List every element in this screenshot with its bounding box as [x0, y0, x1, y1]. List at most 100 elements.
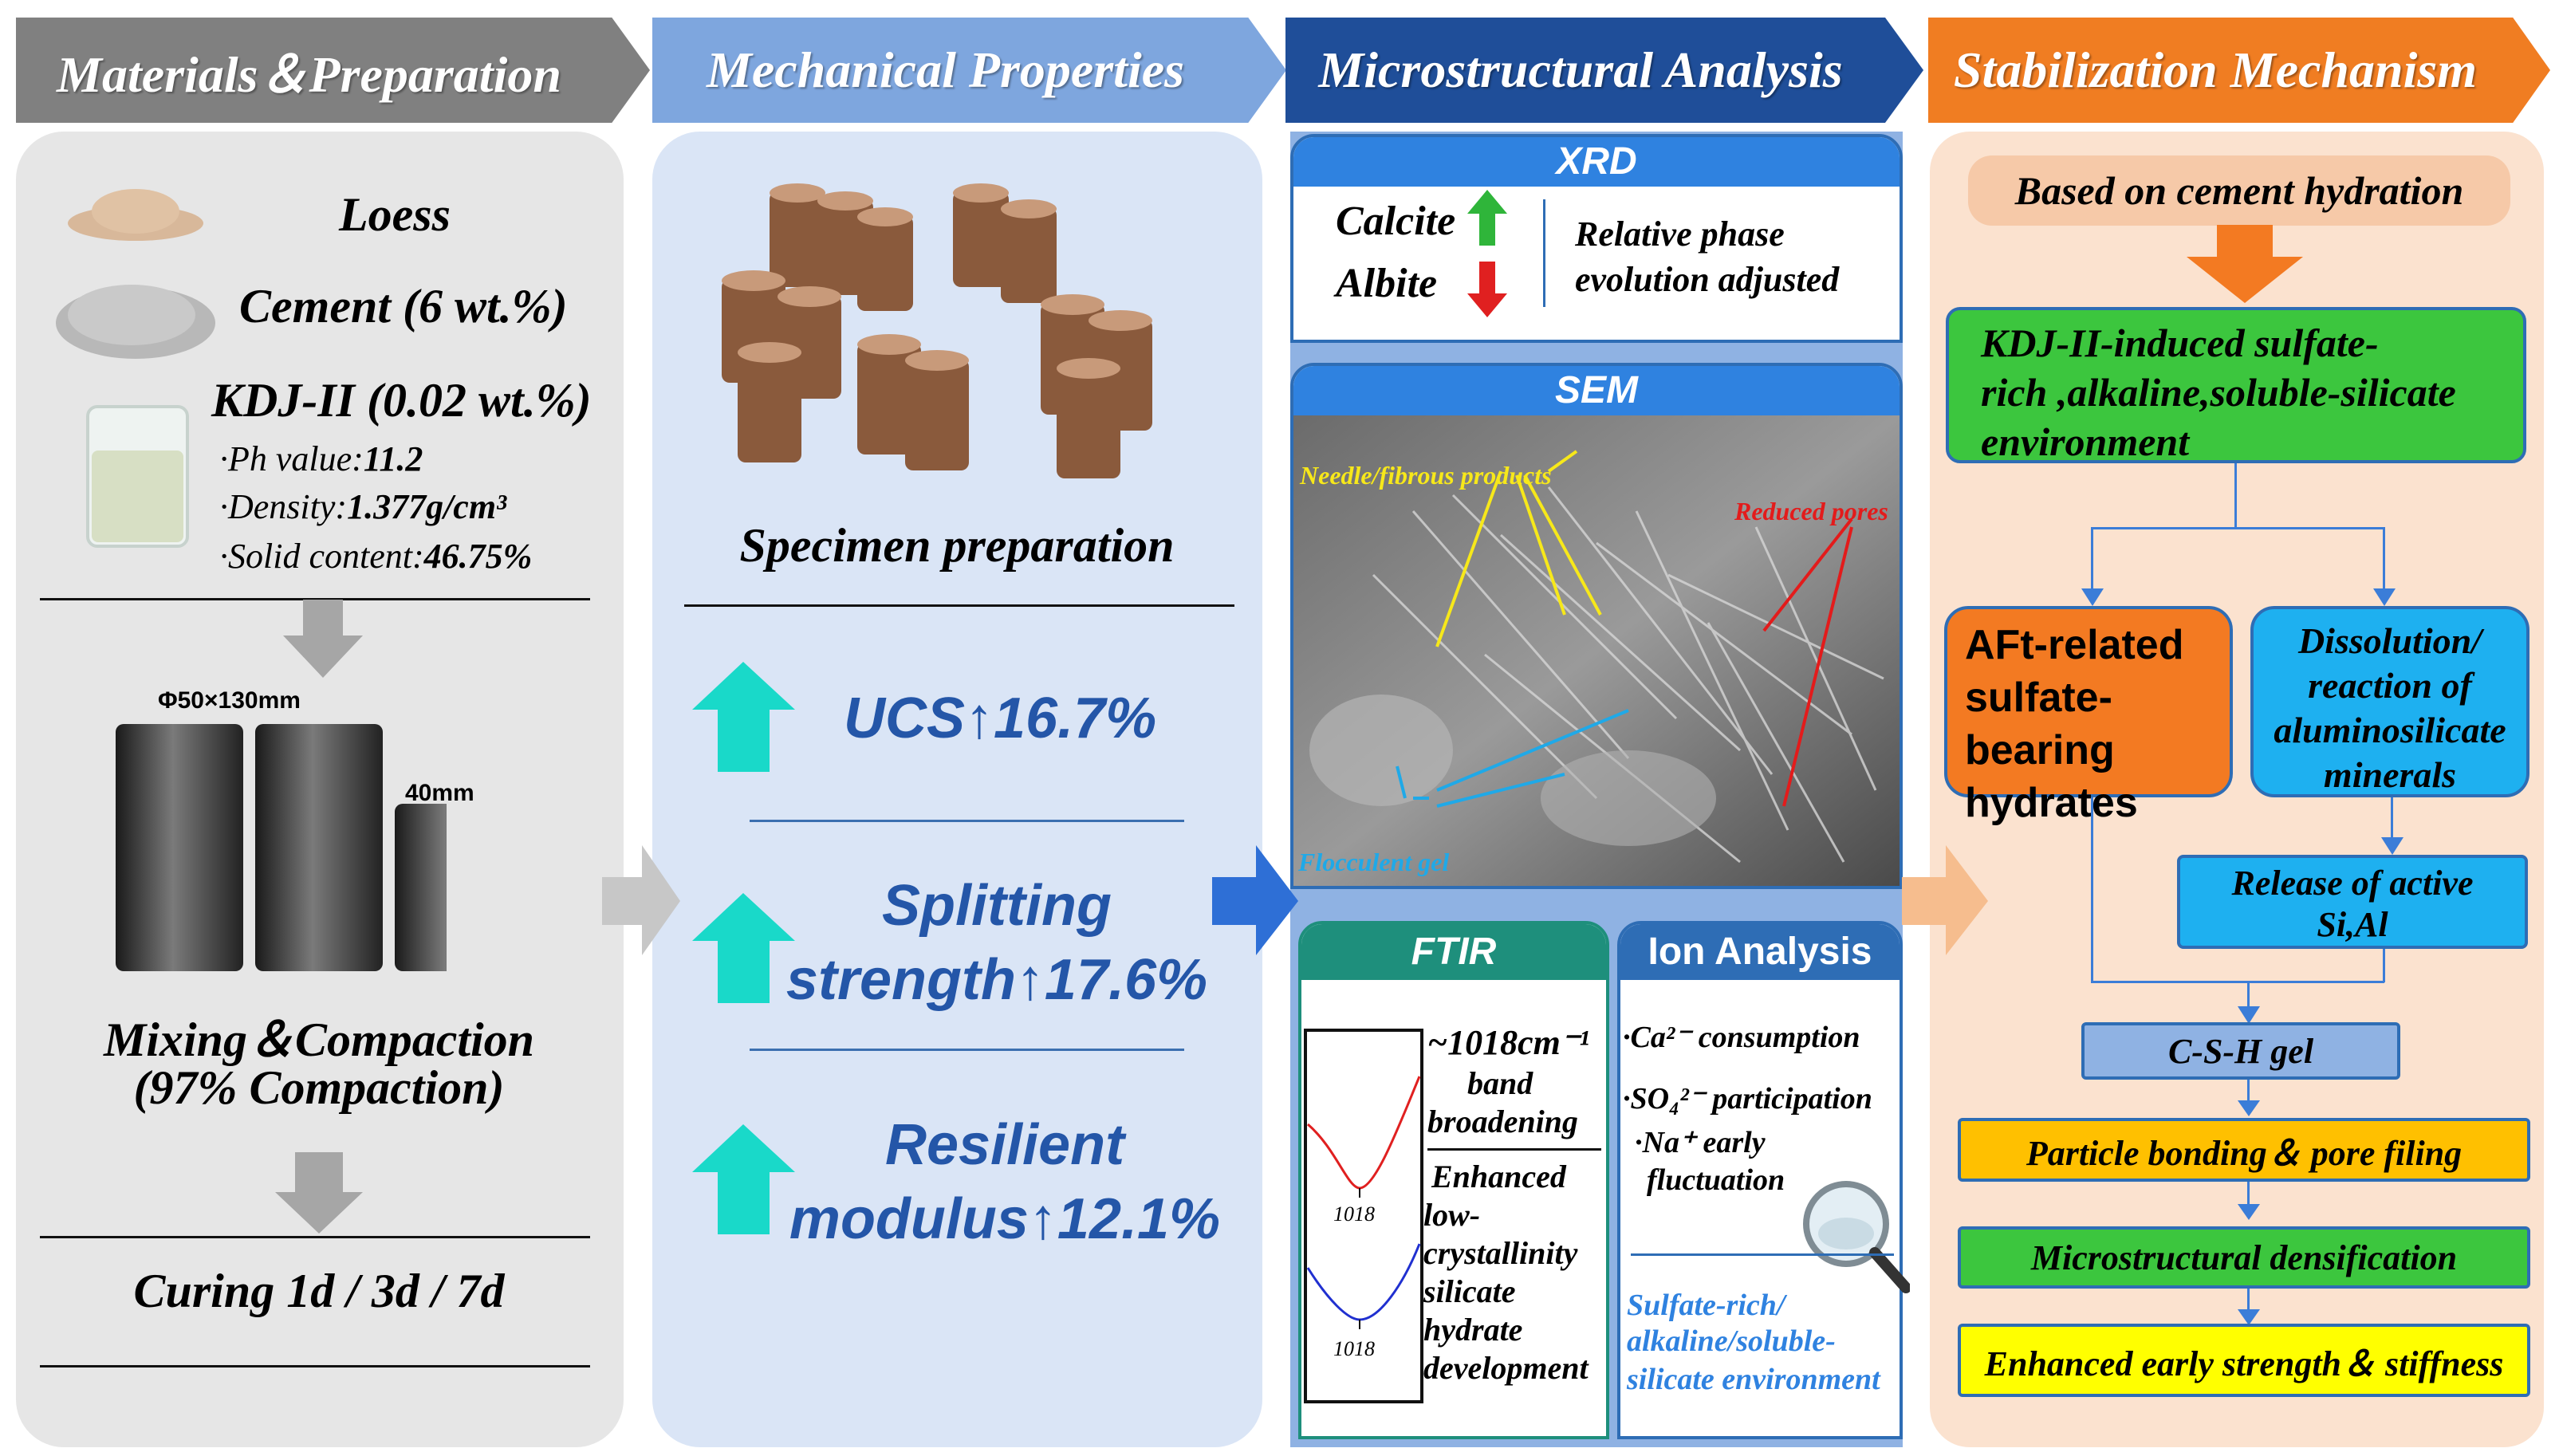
arrowhead-icon [2081, 588, 2104, 606]
divider [750, 1049, 1184, 1051]
divider [684, 604, 1234, 607]
connector-line [2091, 527, 2384, 529]
density-line: ·Density:1.377g/cm³ [219, 486, 506, 527]
down-arrow-icon [275, 1152, 363, 1234]
ftir-enh-5: hydrate [1423, 1312, 1523, 1348]
density-label: ·Density: [219, 487, 348, 526]
ftir-band-3: broadening [1427, 1104, 1578, 1139]
connector-line [2247, 1080, 2250, 1104]
header-mechanical: Mechanical Properties [652, 18, 1286, 123]
xrd-note-1: Relative phase [1575, 214, 1785, 254]
curing-label: Curing 1d / 3d / 7d [133, 1265, 505, 1317]
densification-box: Microstructural densification [1958, 1226, 2530, 1289]
ion-box [1617, 921, 1903, 1439]
connector-line [2391, 797, 2393, 845]
xrd-note-2: evolution adjusted [1575, 260, 1840, 299]
reduced-label: Reduced pores [1734, 497, 1888, 525]
ftir-tick-1: 1018 [1333, 1202, 1375, 1226]
kdj-env-line-2: rich ,alkaline,soluble-silicate [1981, 370, 2456, 415]
ion-ca: ·Ca²⁻ consumption [1623, 1021, 1860, 1054]
release-line-2: Si,Al [2317, 905, 2388, 944]
header-materials-label: Materials＆Preparation [57, 46, 561, 103]
teal-up-arrow-icon [692, 662, 795, 772]
connector-line [2383, 527, 2385, 597]
dissolution-line-1: Dissolution/ [2297, 620, 2482, 661]
dissolution-line-3: aluminosilicate [2274, 710, 2506, 750]
right-arrow-icon [602, 845, 680, 955]
divider [40, 1365, 590, 1367]
ion-na-2: fluctuation [1647, 1163, 1785, 1197]
connector-line [2091, 981, 2384, 983]
albite-label: Albite [1336, 261, 1438, 306]
mold-dim-label: Φ50×130mm [158, 687, 301, 714]
connector-line [2247, 981, 2250, 1017]
ftir-enh-3: crystallinity [1423, 1235, 1578, 1271]
loess-powder-image [68, 189, 203, 241]
kdj-env-box: KDJ-II-induced sulfate- rich ,alkaline,s… [1946, 307, 2526, 464]
enhanced-box: Enhanced early strength＆ stiffness [1958, 1324, 2530, 1397]
ion-env-1: Sulfate-rich/ [1627, 1289, 1785, 1322]
header-microstructural: Microstructural Analysis [1285, 18, 1923, 123]
arrowhead-icon [2238, 1204, 2260, 1220]
dissolution-line-4: minerals [2323, 754, 2457, 795]
connector-line [2383, 949, 2385, 982]
flocculent-label: Flocculent gel [1298, 848, 1450, 876]
teal-up-arrow-icon [692, 1124, 795, 1234]
ph-line: ·Ph value:11.2 [219, 439, 423, 479]
connector-line [2247, 1289, 2250, 1312]
header-materials: Materials＆Preparation [16, 18, 650, 123]
orange-down-arrow-icon [2187, 225, 2303, 303]
ftir-divider [1427, 1148, 1601, 1151]
kdj-beaker-image [86, 405, 189, 548]
splitting-label-2: strength↑17.6% [785, 948, 1208, 1012]
solid-line: ·Solid content:46.75% [219, 536, 532, 576]
teal-up-arrow-icon [692, 893, 795, 1003]
down-arrow-icon [283, 600, 363, 678]
magnifier-icon [1803, 1181, 1910, 1293]
arrowhead-icon [2373, 588, 2396, 606]
ftir-band-1: ~1018cm⁻¹ [1427, 1023, 1590, 1062]
header-mechanical-label: Mechanical Properties [706, 41, 1185, 98]
resilient-label-2: modulus↑12.1% [789, 1187, 1221, 1251]
ucs-label: UCS↑16.7% [844, 687, 1157, 750]
xrd-title: XRD [1293, 137, 1900, 187]
dissolution-box: Dissolution/ reaction of aluminosilicate… [2250, 606, 2529, 797]
ftir-enh-4: silicate [1423, 1273, 1516, 1309]
ftir-tick-2: 1018 [1333, 1337, 1375, 1360]
release-line-1: Release of active [2231, 864, 2474, 903]
mixing-label-1: Mixing＆Compaction [103, 1013, 535, 1066]
csh-box: C-S-H gel [2081, 1022, 2400, 1080]
cement-hydration-box: Based on cement hydration [1968, 155, 2510, 226]
ion-divider [1631, 1253, 1894, 1256]
ftir-enh-6: development [1423, 1350, 1589, 1386]
aft-line-1: AFt-related [1965, 622, 2184, 668]
arrowhead-icon [2238, 1100, 2260, 1116]
arrowhead-icon [2238, 1006, 2260, 1024]
aft-line-3: hydrates [1965, 780, 2138, 826]
ftir-spectrum-image [1304, 1029, 1423, 1403]
calcite-label: Calcite [1336, 199, 1456, 244]
dissolution-line-2: reaction of [2308, 665, 2472, 706]
xrd-separator [1543, 199, 1545, 307]
green-up-arrow-icon [1467, 190, 1507, 246]
release-box: Release of active Si,Al [2177, 855, 2528, 949]
connector-line [2091, 527, 2093, 597]
header-stabilization: Stabilization Mechanism [1928, 18, 2550, 123]
kdj-label: KDJ-II (0.02 wt.%) [211, 374, 592, 427]
solid-value: 46.75% [423, 537, 533, 576]
arrowhead-icon [2238, 1309, 2260, 1325]
solid-label: ·Solid content: [219, 537, 424, 576]
red-down-arrow-icon [1467, 262, 1507, 317]
ftir-band-2: band [1467, 1065, 1533, 1101]
divider [40, 598, 590, 600]
cement-powder-image [56, 285, 215, 359]
needle-label: Needle/fibrous products [1300, 461, 1552, 490]
ph-label: ·Ph value: [219, 439, 364, 478]
ion-env-3: silicate environment [1627, 1363, 1880, 1396]
aft-line-2: sulfate-bearing [1965, 675, 2115, 773]
connector-line [2234, 463, 2237, 529]
kdj-env-line-3: environment [1981, 419, 2190, 464]
density-value: 1.377g/cm³ [347, 487, 507, 526]
kdj-env-line-1: KDJ-II-induced sulfate- [1981, 321, 2379, 365]
connector-line [2247, 1182, 2250, 1206]
